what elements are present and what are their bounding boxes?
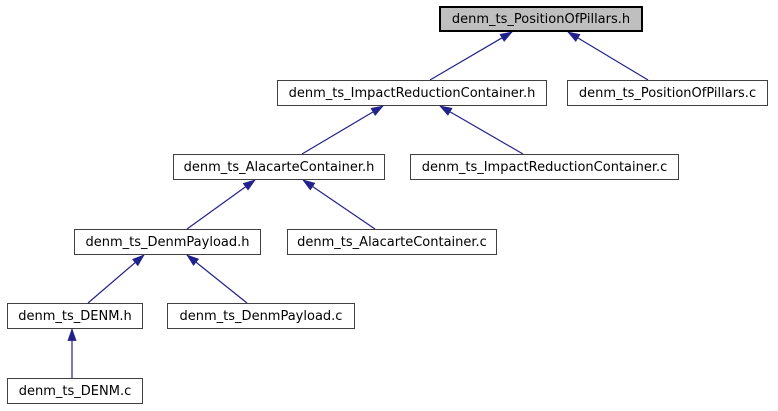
dependency-arrow-alacarte-container-h <box>301 105 384 155</box>
graph-node-denm-payload-h[interactable]: denm_ts_DenmPayload.h <box>74 229 261 255</box>
dependency-arrow-denm-payload-h <box>186 179 256 230</box>
graph-node-alacarte-container-c[interactable]: denm_ts_AlacarteContainer.c <box>287 229 497 255</box>
dependency-arrow-impact-reduction-container-h <box>429 31 513 81</box>
dependency-arrow-impact-reduction-container-c <box>439 105 524 155</box>
dependency-arrow-position-of-pillars-c <box>567 31 649 81</box>
graph-node-alacarte-container-h[interactable]: denm_ts_AlacarteContainer.h <box>173 154 385 180</box>
dependency-arrow-denm-h <box>87 254 145 304</box>
graph-node-denm-c[interactable]: denm_ts_DENM.c <box>7 378 143 404</box>
graph-node-impact-reduction-container-c[interactable]: denm_ts_ImpactReductionContainer.c <box>410 154 679 180</box>
graph-node-position-of-pillars-h: denm_ts_PositionOfPillars.h <box>439 6 643 32</box>
graph-node-position-of-pillars-c[interactable]: denm_ts_PositionOfPillars.c <box>567 80 768 106</box>
graph-node-denm-payload-c[interactable]: denm_ts_DenmPayload.c <box>167 303 355 329</box>
dependency-arrow-alacarte-container-c <box>302 179 376 230</box>
dependency-arrow-denm-payload-c <box>186 254 248 304</box>
graph-node-impact-reduction-container-h[interactable]: denm_ts_ImpactReductionContainer.h <box>277 80 547 106</box>
graph-node-denm-h[interactable]: denm_ts_DENM.h <box>7 303 143 329</box>
